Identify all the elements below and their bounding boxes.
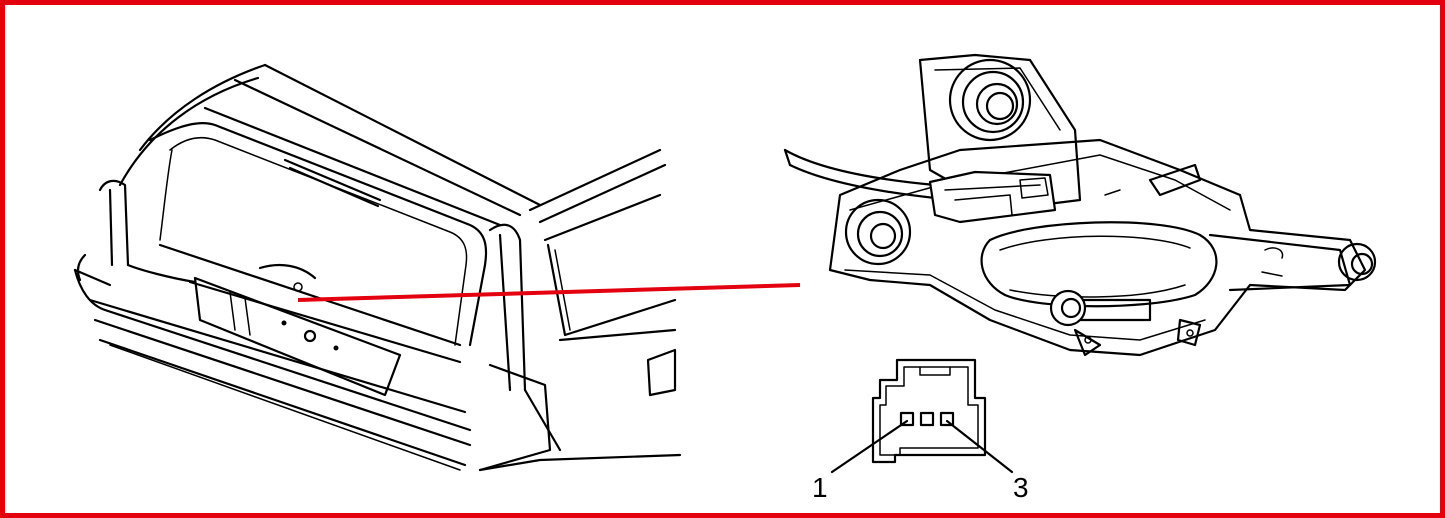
- car-rear-illustration: [73, 63, 682, 472]
- callout-line: [297, 283, 801, 302]
- pin-1-leader: [830, 419, 909, 474]
- pin-3-label: 3: [1013, 472, 1029, 503]
- wiper-motor-illustration: [783, 53, 1377, 357]
- connector-face-illustration: 1 3: [812, 358, 1029, 503]
- pin-3-leader: [945, 419, 1014, 474]
- pin-1-label: 1: [812, 472, 828, 503]
